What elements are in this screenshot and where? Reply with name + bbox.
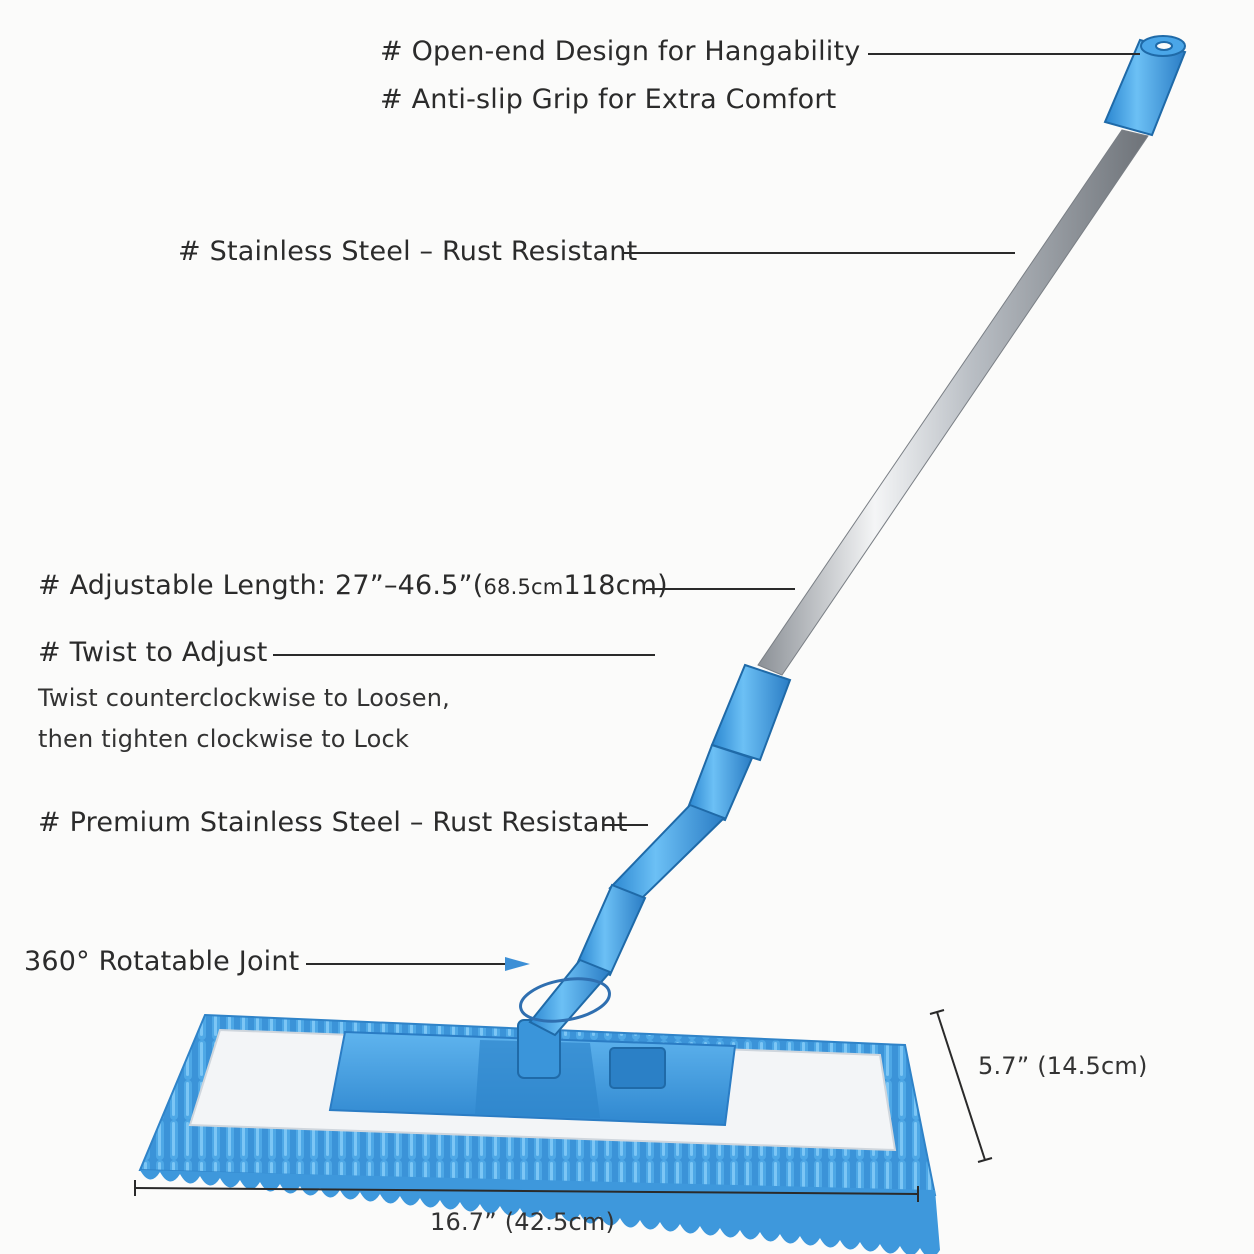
dimension-lines: [134, 1009, 993, 1202]
callout-rotatable-joint: 360° Rotatable Joint: [24, 946, 300, 977]
joint-arrow-icon: [505, 957, 530, 971]
length-small-text: 68.5cm: [483, 575, 564, 599]
dimension-depth-label: 5.7” (14.5cm): [978, 1052, 1148, 1080]
callout-stainless-steel: # Stainless Steel – Rust Resistant: [178, 236, 638, 267]
chenille-fringe: [140, 1170, 940, 1254]
callout-twist-title: # Twist to Adjust: [38, 637, 268, 668]
dimension-width-label: 16.7” (42.5cm): [430, 1208, 616, 1236]
length-suffix-text: 118cm): [563, 570, 668, 601]
callout-hangability: # Open-end Design for Hangability: [380, 36, 861, 67]
mop-head: [138, 1013, 940, 1254]
callout-premium-steel: # Premium Stainless Steel – Rust Resista…: [38, 807, 628, 838]
twist-instruction-line-1: Twist counterclockwise to Loosen,: [38, 684, 450, 712]
twist-instruction-line-2: then tighten clockwise to Lock: [38, 725, 410, 753]
length-text: # Adjustable Length: 27”–46.5”(: [38, 570, 484, 601]
callout-anti-slip-grip: # Anti-slip Grip for Extra Comfort: [380, 84, 837, 115]
callout-adjustable-length: # Adjustable Length: 27”–46.5”(68.5cm118…: [38, 570, 668, 601]
mop-handle: [519, 35, 1187, 1037]
handle-grip: [1103, 35, 1187, 137]
